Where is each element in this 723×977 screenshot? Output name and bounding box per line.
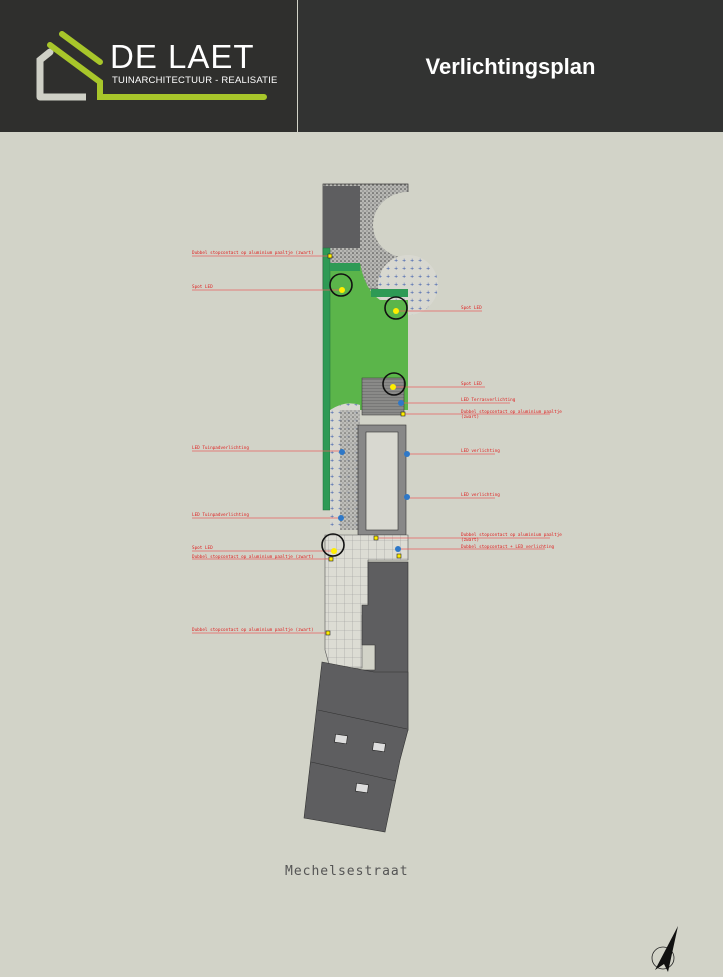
paved-circle — [373, 192, 443, 258]
socket-icon[interactable] — [396, 553, 402, 559]
header-logo-panel — [0, 0, 297, 132]
led-light-icon[interactable] — [338, 515, 344, 521]
spot-led-ring — [329, 273, 353, 297]
socket-icon[interactable] — [328, 556, 334, 562]
plan-label: LED verlichting — [461, 448, 500, 454]
plan-label: Dubbel stopcontact op aluminium paaltje … — [192, 250, 314, 256]
plan-label: Dubbel stopcontact op aluminium paaltje — [461, 532, 562, 538]
led-light-icon[interactable] — [404, 494, 410, 500]
led-light-icon[interactable] — [395, 546, 401, 552]
logo-house-icon — [36, 31, 267, 101]
skylight — [355, 782, 369, 794]
socket-icon[interactable] — [373, 535, 379, 541]
plan-label: Dubbel stopcontact op aluminium paaltje … — [192, 554, 314, 560]
plan-label: Spot LED — [461, 381, 482, 387]
plan-label: (zwart) — [461, 414, 479, 420]
header-title-panel — [298, 0, 723, 132]
hedge-right — [371, 289, 408, 297]
plan-label: Spot LED — [192, 545, 213, 551]
page-title: Verlichtingsplan — [425, 54, 596, 79]
brand-tagline: TUINARCHITECTUUR - REALISATIE — [112, 75, 278, 86]
hedge-top — [330, 263, 360, 271]
led-light-icon[interactable] — [339, 449, 345, 455]
spot-led-ring — [384, 296, 408, 320]
plan-label: LED verlichting — [461, 492, 500, 498]
brand-name: DE LAET — [110, 38, 255, 75]
spot-led-icon[interactable] — [390, 384, 396, 390]
plan-label: Dubbel stopcontact + LED verlichting — [461, 544, 555, 550]
skylight — [334, 733, 348, 745]
spot-led-icon[interactable] — [339, 287, 345, 293]
hedge — [322, 247, 331, 511]
spot-led-icon[interactable] — [393, 308, 399, 314]
plan-label: Spot LED — [192, 284, 213, 290]
shed — [323, 186, 360, 248]
plan-label: Dubbel stopcontact op aluminium paaltje — [461, 409, 562, 415]
plan-label: Dubbel stopcontact op aluminium paaltje … — [192, 627, 314, 633]
house-roof — [303, 661, 409, 833]
street-name: Mechelsestraat — [285, 864, 409, 879]
gravel-strip — [340, 410, 360, 530]
spot-led-ring — [382, 372, 406, 396]
north-arrow-icon — [651, 926, 678, 972]
plan-label: LED Tuinpadverlichting — [192, 512, 249, 518]
plan-label: Spot LED — [461, 305, 482, 311]
socket-icon[interactable] — [327, 253, 333, 259]
spot-led-ring — [321, 533, 345, 557]
spot-led-icon[interactable] — [331, 548, 337, 554]
plan-label: LED Tuinpadverlichting — [192, 445, 249, 451]
plan-label: LED Terrasverlichting — [461, 397, 516, 403]
led-light-icon[interactable] — [404, 451, 410, 457]
skylight — [372, 741, 386, 753]
socket-icon[interactable] — [325, 630, 331, 636]
pool — [365, 431, 399, 531]
led-light-icon[interactable] — [398, 400, 404, 406]
plan-label: (zwart) — [461, 537, 479, 543]
socket-icon[interactable] — [400, 411, 406, 417]
